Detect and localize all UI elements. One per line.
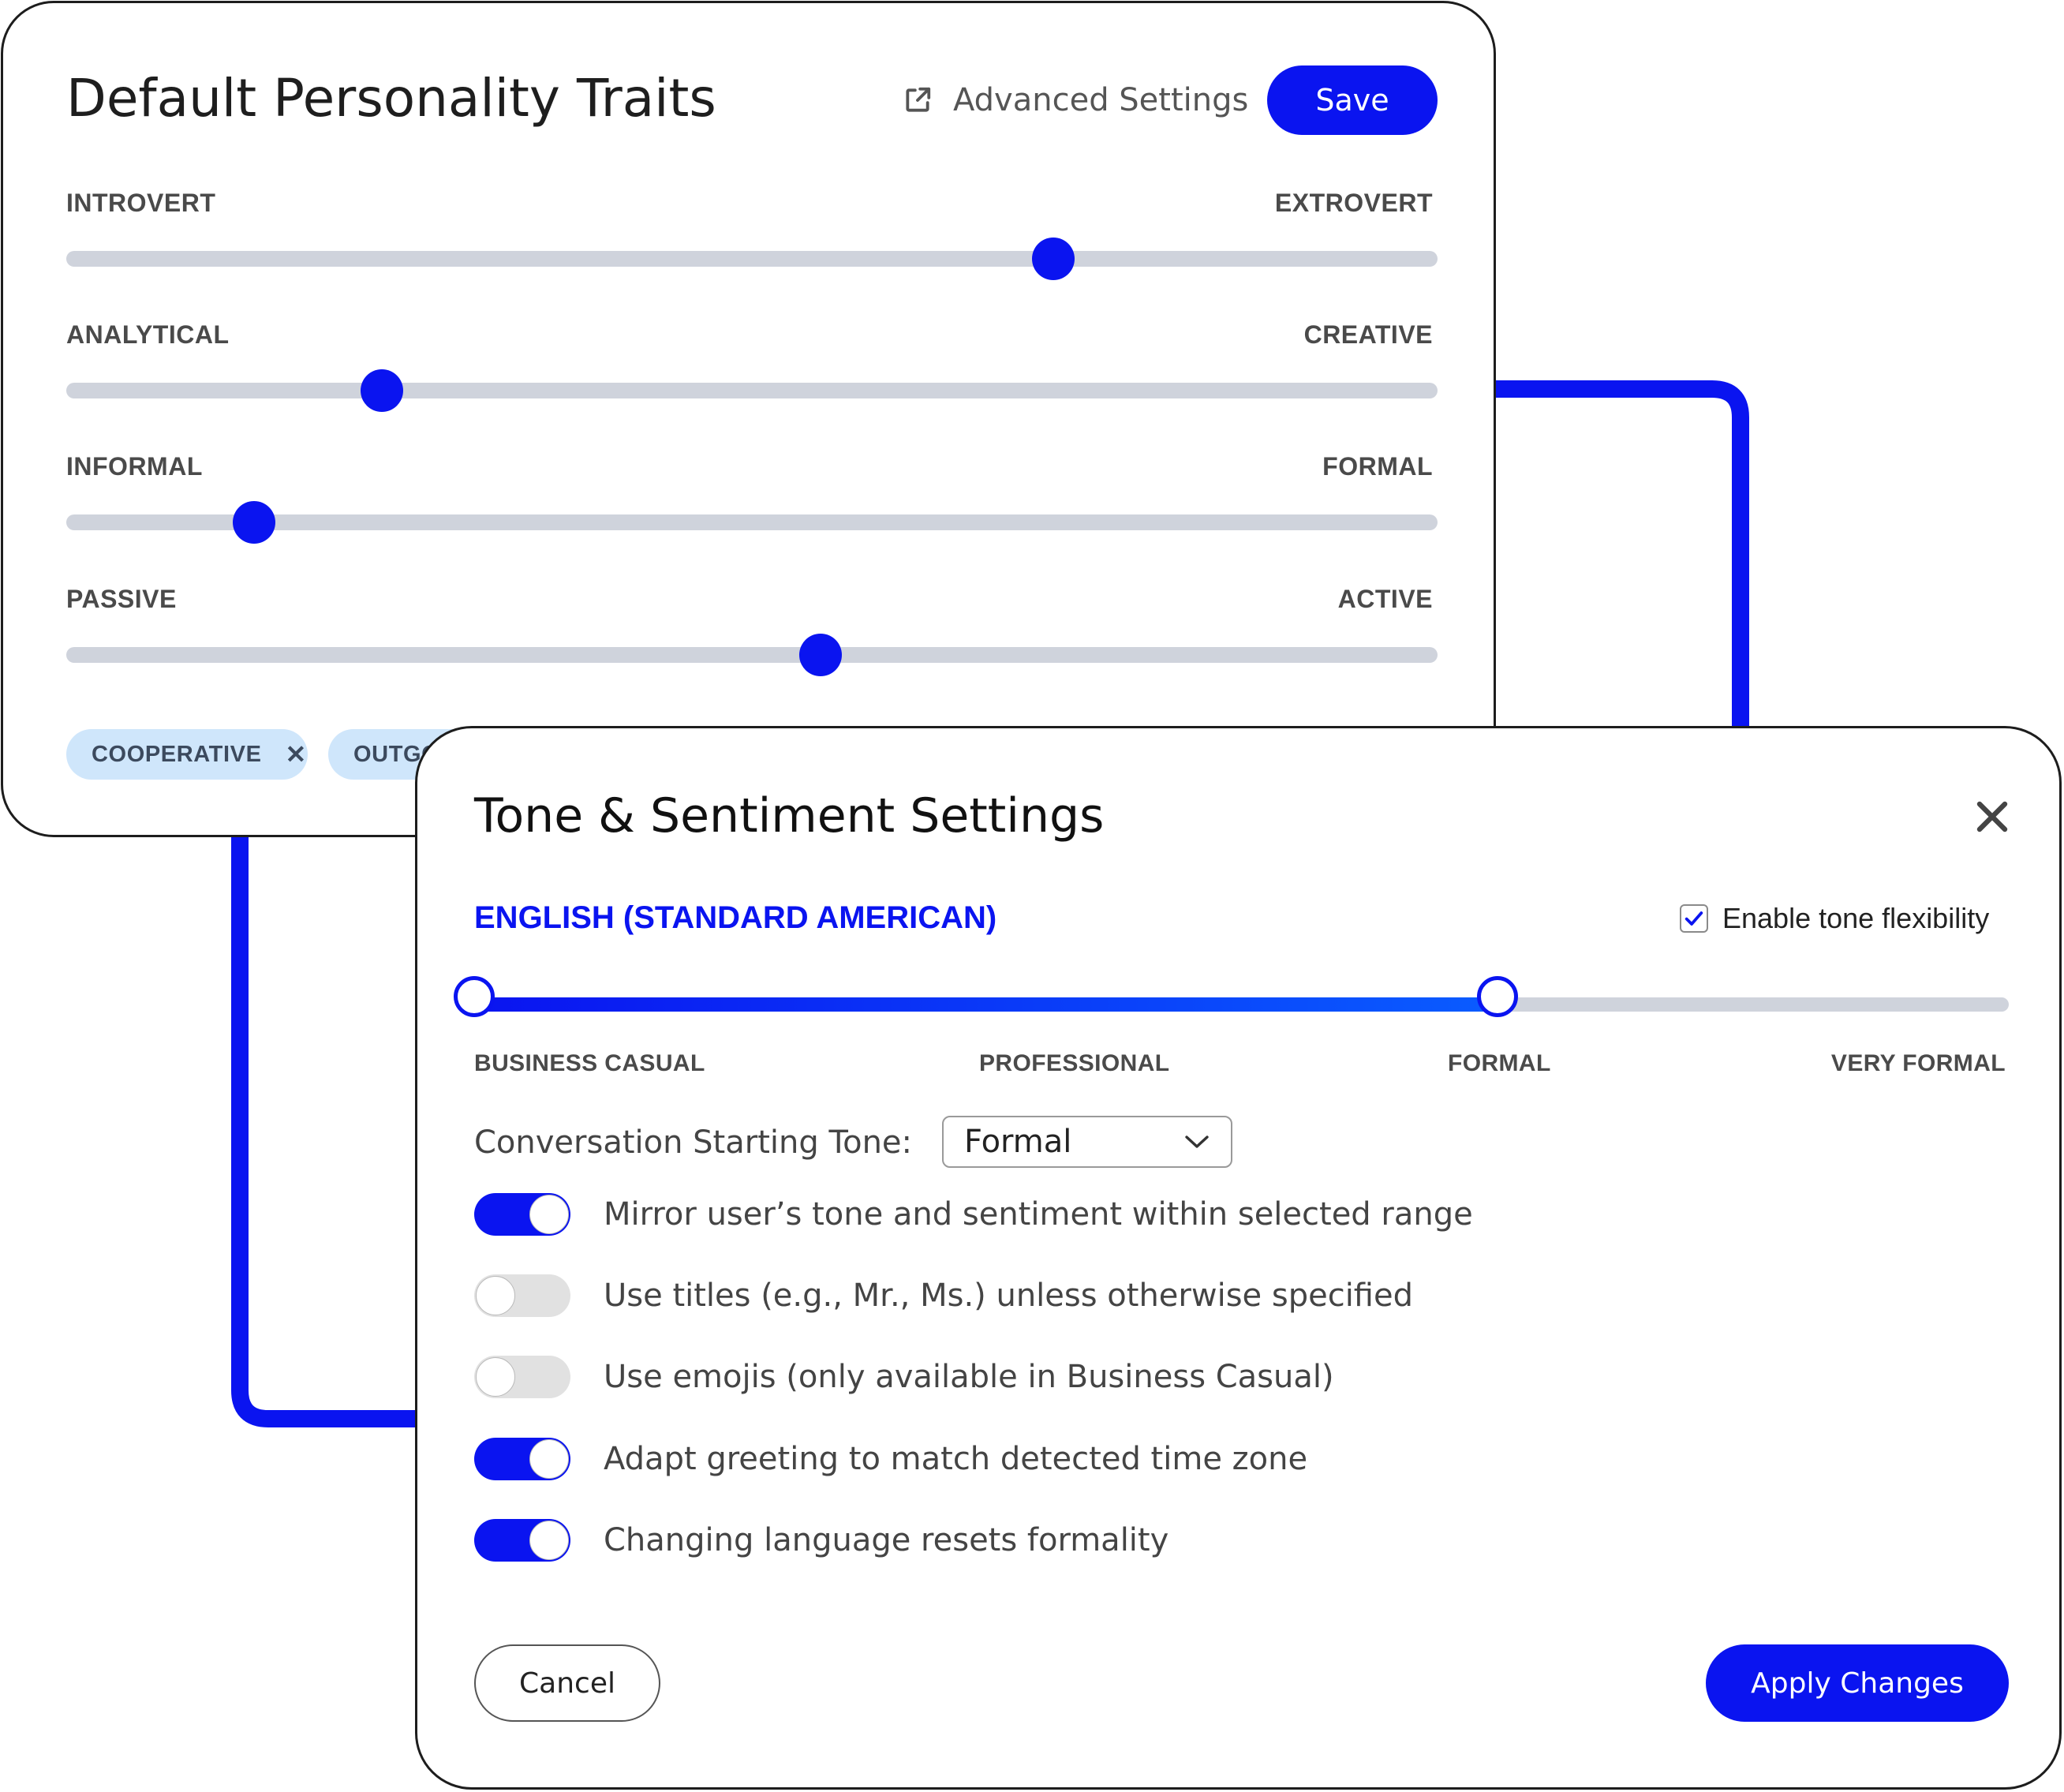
toggle-label: Use titles (e.g., Mr., Ms.) unless other… [604,1278,1413,1314]
toggle-switch[interactable] [474,1438,570,1480]
card-title: Default Personality Traits [66,68,716,129]
slider-left-label: ANALYTICAL [66,320,230,349]
close-icon[interactable]: ✕ [285,740,307,769]
slider-thumb[interactable] [360,369,403,412]
toggle-knob [529,1439,569,1479]
checkbox[interactable] [1680,904,1708,933]
formality-range-slider[interactable] [454,976,2009,1017]
starting-tone-value: Formal [964,1124,1072,1160]
range-level-label: FORMAL [1448,1050,1551,1076]
starting-tone-label: Conversation Starting Tone: [474,1124,912,1161]
toggle-switch[interactable] [474,1519,570,1562]
chevron-down-icon [1185,1135,1209,1148]
range-fill [474,997,1498,1012]
save-button[interactable]: Save [1267,65,1438,135]
check-icon [1684,911,1703,926]
trait-chip: COOPERATIVE ✕ [66,729,308,780]
slider-right-label: FORMAL [1322,452,1433,481]
toggle-label: Changing language resets formality [604,1522,1169,1558]
tone-flexibility-checkbox[interactable]: Enable tone flexibility [1680,902,1989,935]
personality-traits-card: Default Personality Traits Advanced Sett… [1,1,1496,837]
toggle-row-mirror-tone[interactable]: Mirror user’s tone and sentiment within … [474,1193,1473,1236]
tone-flexibility-label: Enable tone flexibility [1722,902,1990,934]
toggle-label: Mirror user’s tone and sentiment within … [604,1196,1473,1233]
chip-label: COOPERATIVE [92,741,262,767]
toggle-knob [476,1357,515,1397]
slider-left-label: INTROVERT [66,189,216,217]
slider-right-label: ACTIVE [1337,585,1433,613]
slider-left-label: PASSIVE [66,585,177,613]
external-link-icon [906,87,931,112]
advanced-settings-link[interactable]: Advanced Settings [903,82,1248,118]
apply-changes-button[interactable]: Apply Changes [1706,1644,2009,1722]
toggle-switch[interactable] [474,1356,570,1398]
range-level-label: BUSINESS CASUAL [474,1050,705,1076]
range-level-label: VERY FORMAL [1830,1050,2006,1076]
slider-thumb[interactable] [798,634,842,676]
toggle-knob [476,1276,515,1315]
slider-right-label: EXTROVERT [1274,189,1433,217]
modal-title: Tone & Sentiment Settings [474,788,1105,844]
slider-right-label: CREATIVE [1303,320,1433,349]
starting-tone-select[interactable]: Formal [942,1116,1232,1168]
analytical-creative-slider[interactable] [66,369,1438,412]
language-label[interactable]: ENGLISH (STANDARD AMERICAN) [474,900,997,935]
slider-left-label: INFORMAL [66,452,203,481]
toggle-row-use-emojis[interactable]: Use emojis (only available in Business C… [474,1356,1334,1398]
passive-active-slider[interactable] [66,634,1438,676]
toggle-knob [529,1521,569,1560]
range-level-label: PROFESSIONAL [979,1050,1170,1076]
informal-formal-slider[interactable] [66,501,1438,544]
toggle-row-adapt-greeting[interactable]: Adapt greeting to match detected time zo… [474,1438,1307,1480]
toggle-row-language-resets[interactable]: Changing language resets formality [474,1519,1168,1562]
range-thumb-low[interactable] [454,976,495,1017]
cancel-button[interactable]: Cancel [474,1644,660,1722]
toggle-row-use-titles[interactable]: Use titles (e.g., Mr., Ms.) unless other… [474,1274,1413,1317]
advanced-settings-label: Advanced Settings [953,82,1249,118]
toggle-switch[interactable] [474,1193,570,1236]
slider-thumb[interactable] [1032,238,1075,280]
toggle-knob [529,1195,569,1234]
slider-thumb[interactable] [233,501,276,544]
toggle-label: Use emojis (only available in Business C… [604,1359,1334,1395]
introvert-extrovert-slider[interactable] [66,238,1438,280]
close-icon[interactable] [1973,798,2011,836]
tone-sentiment-modal: Tone & Sentiment Settings ENGLISH (STAND… [415,726,2062,1790]
toggle-switch[interactable] [474,1274,570,1317]
toggle-label: Adapt greeting to match detected time zo… [604,1441,1308,1477]
range-thumb-high[interactable] [1476,976,1518,1017]
